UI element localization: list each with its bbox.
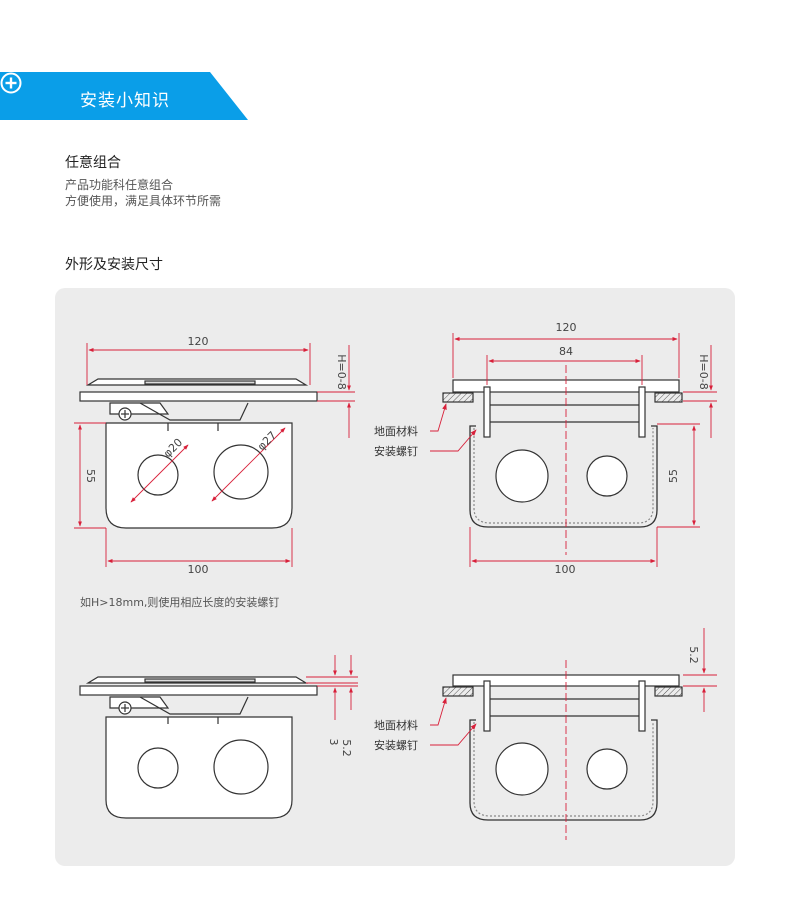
side-view-bottom-left <box>79 676 318 819</box>
dim-3-label: 3 <box>327 739 340 746</box>
description-line: 产品功能科任意组合 <box>65 178 174 192</box>
dim-120-label: 120 <box>188 335 209 348</box>
section-title-combination: 任意组合 <box>65 155 121 171</box>
label-mount-screw: 安装螺钉 <box>374 738 418 752</box>
description-line: 方便使用，满足具体环节所需 <box>65 194 222 208</box>
plus-circle-icon <box>0 72 22 94</box>
dim-h-label: H=0-8 <box>697 354 710 389</box>
dim-55-label: 55 <box>84 469 97 483</box>
dim-84-label: 84 <box>559 345 573 358</box>
screw-note: 如H>18mm,则使用相应长度的安装螺钉 <box>80 596 280 609</box>
banner-title: 安装小知识 <box>80 91 170 111</box>
dim-5-2-label: 5.2 <box>687 646 700 664</box>
install-view-bottom-right <box>442 674 683 821</box>
install-view-top-right <box>442 379 683 528</box>
label-floor-material: 地面材料 <box>374 718 418 732</box>
section-title-dimensions: 外形及安装尺寸 <box>65 257 163 273</box>
dim-100-label: 100 <box>188 563 209 576</box>
label-floor-material: 地面材料 <box>374 424 418 438</box>
side-view-top-left <box>79 378 318 529</box>
dim-5-2-label: 5.2 <box>340 739 353 757</box>
dim-100-label: 100 <box>555 563 576 576</box>
label-mount-screw: 安装螺钉 <box>374 444 418 458</box>
dim-120-label: 120 <box>556 321 577 334</box>
dim-h-label: H=0-8 <box>335 354 348 389</box>
section-banner: 安装小知识 <box>0 72 248 120</box>
dim-55-label: 55 <box>667 469 680 483</box>
banner-background <box>0 72 248 120</box>
